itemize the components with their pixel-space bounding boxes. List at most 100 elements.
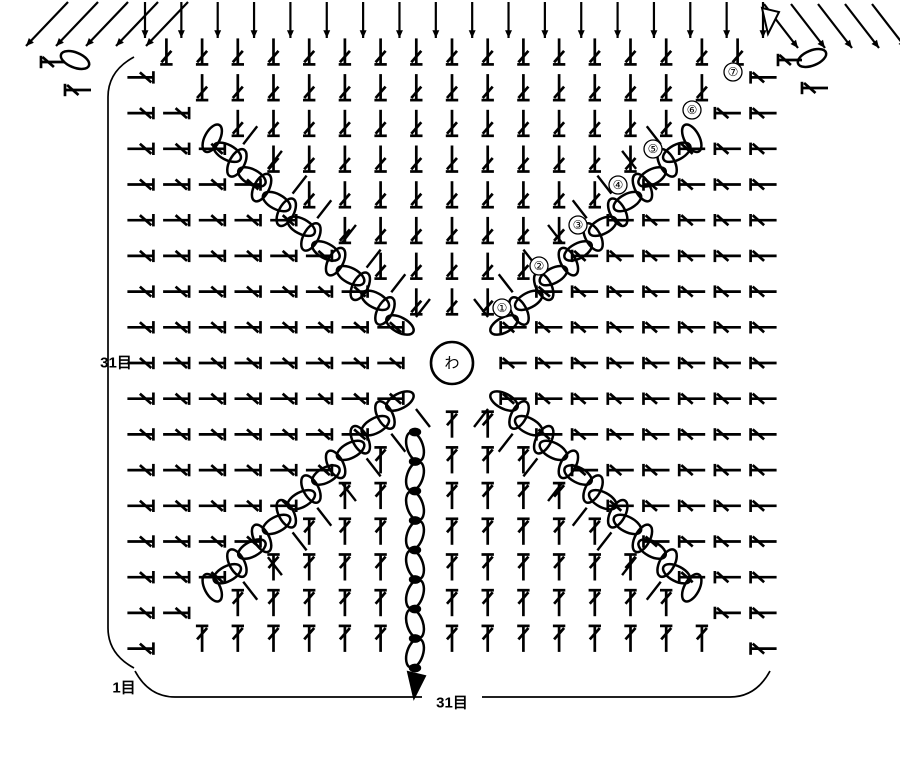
slip-stitch-dot <box>408 545 422 555</box>
double-crochet-bottom <box>481 553 494 581</box>
double-crochet-top <box>303 145 316 173</box>
double-crochet-right <box>606 463 634 477</box>
direction-arrow-layer <box>25 1 900 97</box>
corner-chain-loop <box>513 289 544 312</box>
stitch-symbol-layer <box>127 38 777 655</box>
double-crochet-top <box>517 252 530 280</box>
double-crochet-bottom <box>267 553 280 581</box>
measurement-label-left-height: 31目 <box>100 355 132 372</box>
double-crochet-left <box>234 285 262 298</box>
slip-stitch-dot <box>408 427 422 437</box>
double-crochet-left <box>163 606 191 620</box>
double-crochet-left <box>163 392 191 405</box>
double-crochet-bottom <box>588 624 601 652</box>
outer-double-crochet <box>63 83 91 97</box>
double-crochet-bottom <box>481 517 494 545</box>
double-crochet-top <box>481 145 494 173</box>
corner-chain-loop <box>324 246 347 277</box>
double-crochet-top <box>231 38 244 66</box>
direction-arrow-diagonal <box>115 1 159 47</box>
double-crochet-right <box>535 392 563 405</box>
double-crochet-bottom <box>445 481 459 510</box>
double-crochet-left <box>270 249 298 263</box>
double-crochet-left <box>270 428 298 441</box>
direction-arrow-down <box>468 2 476 38</box>
double-crochet-left <box>127 106 155 120</box>
corner-chain-loop <box>300 221 322 252</box>
double-crochet-top <box>481 252 494 280</box>
double-crochet-left <box>305 392 334 405</box>
double-crochet-left <box>163 214 191 227</box>
double-crochet-bottom <box>374 553 387 581</box>
double-crochet-right <box>713 178 741 191</box>
double-crochet-left <box>198 178 227 191</box>
double-crochet-top <box>624 38 637 66</box>
outer-double-crochet <box>776 53 802 67</box>
corner-chain-loop <box>532 424 555 455</box>
double-crochet-right <box>713 571 741 584</box>
corner-chain-loop <box>324 449 347 480</box>
double-crochet-top <box>374 145 387 173</box>
double-crochet-bottom <box>588 517 601 545</box>
double-crochet-right <box>677 321 706 334</box>
double-crochet-left <box>163 571 191 584</box>
double-crochet-bottom <box>552 553 566 581</box>
slip-stitch-dot <box>408 486 422 496</box>
double-crochet-left <box>198 356 227 370</box>
double-crochet-left <box>234 428 262 441</box>
double-crochet-left <box>127 571 155 584</box>
double-crochet-bottom <box>374 624 387 652</box>
corner-chain-loop <box>349 424 372 455</box>
double-crochet-top <box>517 145 530 173</box>
double-crochet-right <box>749 642 777 655</box>
double-crochet-right <box>713 606 741 620</box>
double-crochet-right <box>642 214 670 227</box>
double-crochet-right <box>642 499 670 512</box>
double-crochet-left <box>127 606 155 620</box>
double-crochet-bottom <box>303 517 316 545</box>
corner-connector <box>291 531 308 552</box>
double-crochet-left <box>198 285 227 298</box>
round-number-7: ⑦ <box>723 62 743 82</box>
double-crochet-top <box>410 74 423 102</box>
corner-connector <box>547 224 564 244</box>
corner-chain-loop <box>508 400 530 430</box>
double-crochet-top <box>195 38 209 66</box>
corner-connector <box>291 174 308 195</box>
magic-ring: わ <box>429 340 475 386</box>
double-crochet-right <box>713 392 741 405</box>
double-crochet-top <box>338 74 352 102</box>
double-crochet-top <box>588 74 601 102</box>
double-crochet-top <box>374 38 387 66</box>
double-crochet-left <box>163 285 191 298</box>
corner-connector <box>621 150 638 170</box>
double-crochet-top <box>374 252 387 280</box>
corner-connector <box>645 581 662 601</box>
double-crochet-top <box>303 38 316 66</box>
double-crochet-bottom <box>445 624 459 652</box>
direction-arrow-diagonal <box>844 3 880 49</box>
double-crochet-left <box>270 463 298 477</box>
double-crochet-bottom <box>445 517 459 545</box>
double-crochet-left <box>198 463 227 477</box>
double-crochet-left <box>127 392 155 405</box>
double-crochet-right <box>570 392 599 405</box>
corner-chain-loop <box>275 498 298 529</box>
double-crochet-bottom <box>445 553 459 581</box>
corner-chain-loop <box>587 488 618 511</box>
double-crochet-right <box>570 285 599 298</box>
double-crochet-left <box>305 285 334 298</box>
double-crochet-right <box>606 428 634 441</box>
double-crochet-left <box>127 356 155 370</box>
double-crochet-top <box>481 38 494 66</box>
double-crochet-top <box>517 109 530 138</box>
double-crochet-bottom <box>445 588 459 617</box>
round-number-label: ③ <box>573 218 584 232</box>
slip-stitch-dot <box>408 575 422 584</box>
double-crochet-right <box>677 285 706 298</box>
double-crochet-right <box>677 463 706 477</box>
double-crochet-top <box>624 109 637 138</box>
double-crochet-right <box>677 249 706 263</box>
double-crochet-top <box>588 145 601 173</box>
corner-chain-loop <box>236 165 267 188</box>
